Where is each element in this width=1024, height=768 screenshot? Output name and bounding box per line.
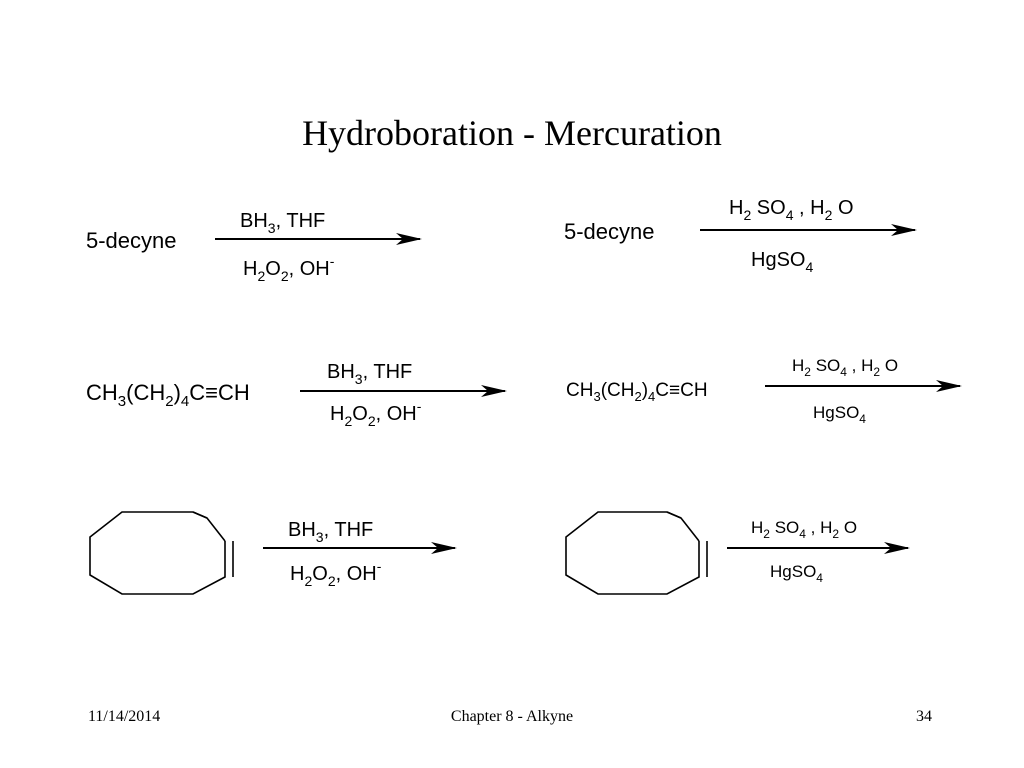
substrate-1-heptyne: CH3(CH2)4C≡CH (86, 380, 250, 410)
cyclodecyne-structure (89, 511, 234, 595)
reaction-4-mercuration: CH3(CH2)4C≡CH H2 SO4 , H2 O HgSO4 (566, 356, 962, 426)
substrate-5-decyne: 5-decyne (564, 219, 655, 244)
reagent-bh3-thf: BH3, THF (288, 519, 373, 545)
slide-title: Hydroboration - Mercuration (302, 113, 722, 153)
reagent-bh3-thf: BH3, THF (327, 361, 412, 387)
substrate-5-decyne: 5-decyne (86, 228, 177, 253)
footer-date: 11/14/2014 (88, 708, 161, 725)
footer-page-number: 34 (916, 708, 932, 725)
reagent-hgso4: HgSO4 (751, 249, 813, 275)
substrate-1-heptyne: CH3(CH2)4C≡CH (566, 380, 708, 404)
reagent-h2so4-h2o: H2 SO4 , H2 O (729, 197, 854, 223)
reagent-bh3-thf: BH3, THF (240, 210, 325, 236)
reagent-h2so4-h2o: H2 SO4 , H2 O (792, 356, 898, 379)
reaction-5-hydroboration: BH3, THF H2O2, OH- (89, 511, 457, 595)
reagent-hgso4: HgSO4 (770, 562, 823, 585)
reagent-h2o2-oh: H2O2, OH- (243, 253, 335, 284)
cyclodecyne-structure (565, 511, 708, 595)
reaction-2-mercuration: 5-decyne H2 SO4 , H2 O HgSO4 (564, 197, 917, 275)
footer-chapter: Chapter 8 - Alkyne (450, 708, 574, 725)
reaction-1-hydroboration: 5-decyne BH3, THF H2O2, OH- (86, 210, 422, 284)
reagent-h2so4-h2o: H2 SO4 , H2 O (751, 518, 857, 541)
reagent-h2o2-oh: H2O2, OH- (330, 398, 422, 429)
reagent-h2o2-oh: H2O2, OH- (290, 558, 382, 589)
reaction-6-mercuration: H2 SO4 , H2 O HgSO4 (565, 511, 910, 595)
reaction-3-hydroboration: CH3(CH2)4C≡CH BH3, THF H2O2, OH- (86, 361, 507, 429)
reagent-hgso4: HgSO4 (813, 403, 866, 426)
